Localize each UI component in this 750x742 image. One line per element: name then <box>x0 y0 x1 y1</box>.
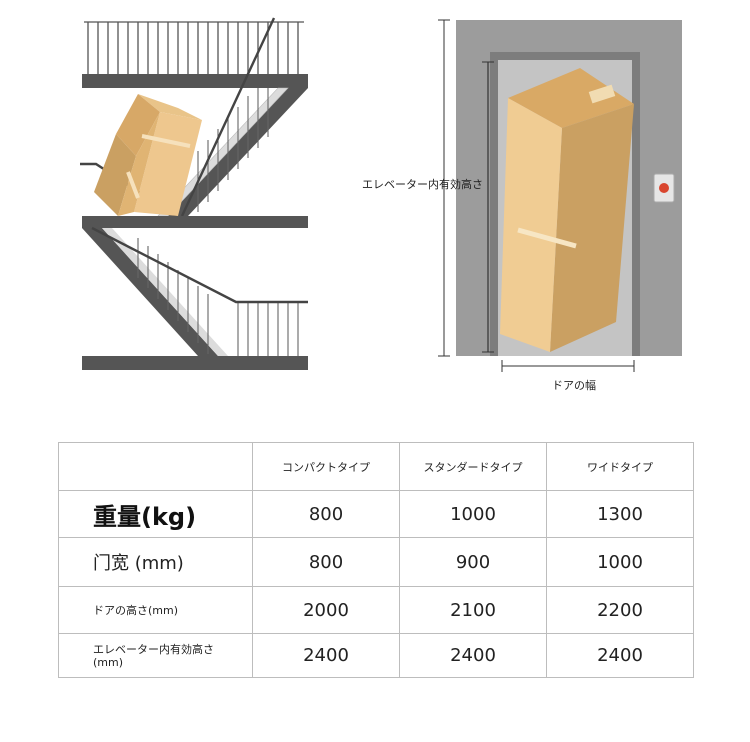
door-width-label: ドアの幅 <box>552 379 596 392</box>
cell-weight-standard: 1000 <box>399 490 547 538</box>
cell-doorheight-standard: 2100 <box>399 586 547 634</box>
cell-elevheight-wide: 2400 <box>546 633 694 678</box>
table-row: 重量(kg) 800 1000 1300 <box>58 490 694 538</box>
middle-landing <box>82 216 308 228</box>
elevator-height-label: エレベーター内有効高さ <box>362 178 483 191</box>
cell-weight-compact: 800 <box>252 490 400 538</box>
table-header-row: コンパクトタイプ スタンダードタイプ ワイドタイプ <box>58 442 694 491</box>
row-label-elevator-height: エレベーター内有効高さ (mm) <box>58 633 253 678</box>
cell-elevheight-compact: 2400 <box>252 633 400 678</box>
table-row: 门宽 (mm) 800 900 1000 <box>58 537 694 587</box>
table-row: エレベーター内有効高さ (mm) 2400 2400 2400 <box>58 633 694 678</box>
carton-box-icon <box>500 68 634 352</box>
row-label-elevator-height-unit: (mm) <box>93 655 124 669</box>
table-corner-cell <box>58 442 253 491</box>
call-button-light-icon <box>659 183 669 193</box>
header-standard: スタンダードタイプ <box>399 442 547 491</box>
cell-doorwidth-standard: 900 <box>399 537 547 587</box>
spec-table: コンパクトタイプ スタンダードタイプ ワイドタイプ 重量(kg) 800 100… <box>58 442 694 678</box>
cell-weight-wide: 1300 <box>546 490 694 538</box>
staircase-illustration <box>80 17 308 370</box>
row-label-elevator-height-text: エレベーター内有効高さ <box>93 642 214 656</box>
cell-doorheight-wide: 2200 <box>546 586 694 634</box>
row-label-door-height: ドアの高さ(mm) <box>58 586 253 634</box>
cell-elevheight-standard: 2400 <box>399 633 547 678</box>
lower-steps <box>102 228 228 356</box>
elevator-illustration <box>438 19 682 372</box>
lower-stringer <box>82 228 218 356</box>
ground-landing <box>82 356 308 370</box>
lower-right-balusters <box>237 302 299 356</box>
lower-handrail <box>91 226 308 304</box>
table-row: ドアの高さ(mm) 2000 2100 2200 <box>58 586 694 634</box>
header-compact: コンパクトタイプ <box>252 442 400 491</box>
row-label-door-width: 门宽 (mm) <box>58 537 253 587</box>
upper-handrail <box>180 17 276 217</box>
header-wide: ワイドタイプ <box>546 442 694 491</box>
cell-doorheight-compact: 2000 <box>252 586 400 634</box>
row-label-weight: 重量(kg) <box>58 490 253 538</box>
upper-landing <box>82 74 308 88</box>
cell-doorwidth-wide: 1000 <box>546 537 694 587</box>
upper-railing <box>84 21 304 74</box>
carton-box-icon <box>94 94 202 216</box>
cell-doorwidth-compact: 800 <box>252 537 400 587</box>
